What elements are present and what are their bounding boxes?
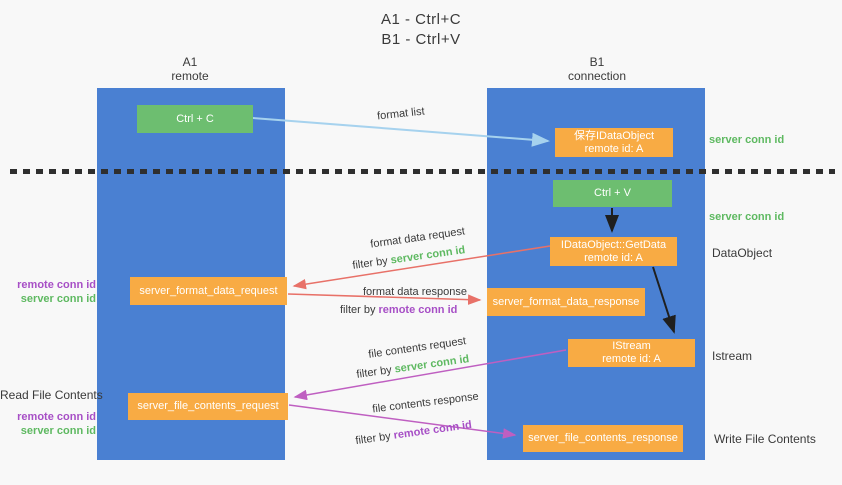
istream-line1: IStream — [612, 340, 651, 352]
read-file-contents-label: Read File Contents — [0, 388, 103, 402]
server-file-contents-response-box: server_file_contents_response — [523, 425, 683, 452]
ctrl-c-label: Ctrl + C — [176, 112, 214, 125]
title-line-2: B1 - Ctrl+V — [381, 31, 461, 48]
file-request-label: server_file_contents_request — [137, 400, 279, 412]
column-header-a1: A1 remote — [120, 55, 260, 83]
format-data-request-filter-label: filter by server conn id — [352, 244, 466, 272]
machine-boundary-dotted-line — [10, 169, 835, 174]
istream-line2: remote id: A — [602, 353, 661, 365]
file-contents-response-filter-label: filter by remote conn id — [355, 419, 473, 447]
format-data-response-filter-label: filter by remote conn id — [340, 304, 457, 316]
diagram-title: A1 - Ctrl+C B1 - Ctrl+V — [0, 10, 842, 50]
server-format-data-request-box: server_format_data_request — [130, 277, 287, 305]
filter-by-text: filter by — [340, 304, 379, 316]
filter-by-text: filter by — [355, 363, 396, 381]
format-list-label: format list — [376, 105, 426, 123]
file-contents-response-label: file contents response — [371, 390, 480, 416]
server-conn-id-mid-label: server conn id — [709, 211, 785, 223]
filter-by-text: filter by — [354, 429, 395, 448]
format-request-label: server_format_data_request — [139, 284, 278, 297]
ctrl-v-box: Ctrl + V — [553, 180, 672, 207]
dataobject-side-label: DataObject — [712, 246, 773, 260]
title-line-1: A1 - Ctrl+C — [380, 11, 462, 28]
server-conn-id-text: server conn id — [393, 353, 471, 376]
column-a1-role: remote — [171, 69, 209, 83]
column-a1-name: A1 — [182, 55, 198, 69]
server-file-contents-request-box: server_file_contents_request — [128, 393, 288, 420]
remote-conn-id-text: remote conn id — [378, 304, 458, 316]
server-conn-id-label: server conn id — [20, 425, 96, 437]
ctrl-c-box: Ctrl + C — [137, 105, 253, 133]
istream-box: IStream remote id: A — [568, 339, 695, 367]
server-conn-id-top-label: server conn id — [709, 134, 785, 146]
write-file-contents-label: Write File Contents — [714, 432, 816, 446]
format-response-label: server_format_data_response — [492, 295, 640, 308]
server-conn-id-label: server conn id — [20, 293, 96, 305]
column-header-b1: B1 connection — [527, 55, 667, 83]
save-dataobject-box: 保存IDataObject remote id: A — [555, 128, 673, 157]
getdata-line2: remote id: A — [584, 251, 643, 264]
ctrl-v-label: Ctrl + V — [594, 187, 631, 199]
server-conn-id-text: server conn id — [389, 244, 467, 267]
left-mid-conn-id-stack: remote conn id server conn id — [0, 278, 96, 306]
remote-conn-id-text: remote conn id — [392, 418, 473, 442]
remote-conn-id-label: remote conn id — [17, 279, 96, 291]
column-b1-name: B1 — [589, 55, 605, 69]
filter-by-text: filter by — [351, 254, 392, 272]
istream-side-label: Istream — [712, 349, 753, 363]
format-data-response-label: format data response — [363, 286, 467, 298]
idataobject-getdata-box: IDataObject::GetData remote id: A — [550, 237, 677, 266]
getdata-line1: IDataObject::GetData — [560, 238, 667, 251]
left-bottom-conn-id-stack: remote conn id server conn id — [0, 410, 96, 438]
save-dataobject-line1: 保存IDataObject — [573, 129, 655, 142]
remote-conn-id-label: remote conn id — [17, 411, 96, 423]
column-b1-role: connection — [567, 69, 627, 83]
server-format-data-response-box: server_format_data_response — [487, 288, 645, 316]
file-response-label: server_file_contents_response — [528, 432, 678, 444]
save-dataobject-line2: remote id: A — [584, 142, 644, 155]
